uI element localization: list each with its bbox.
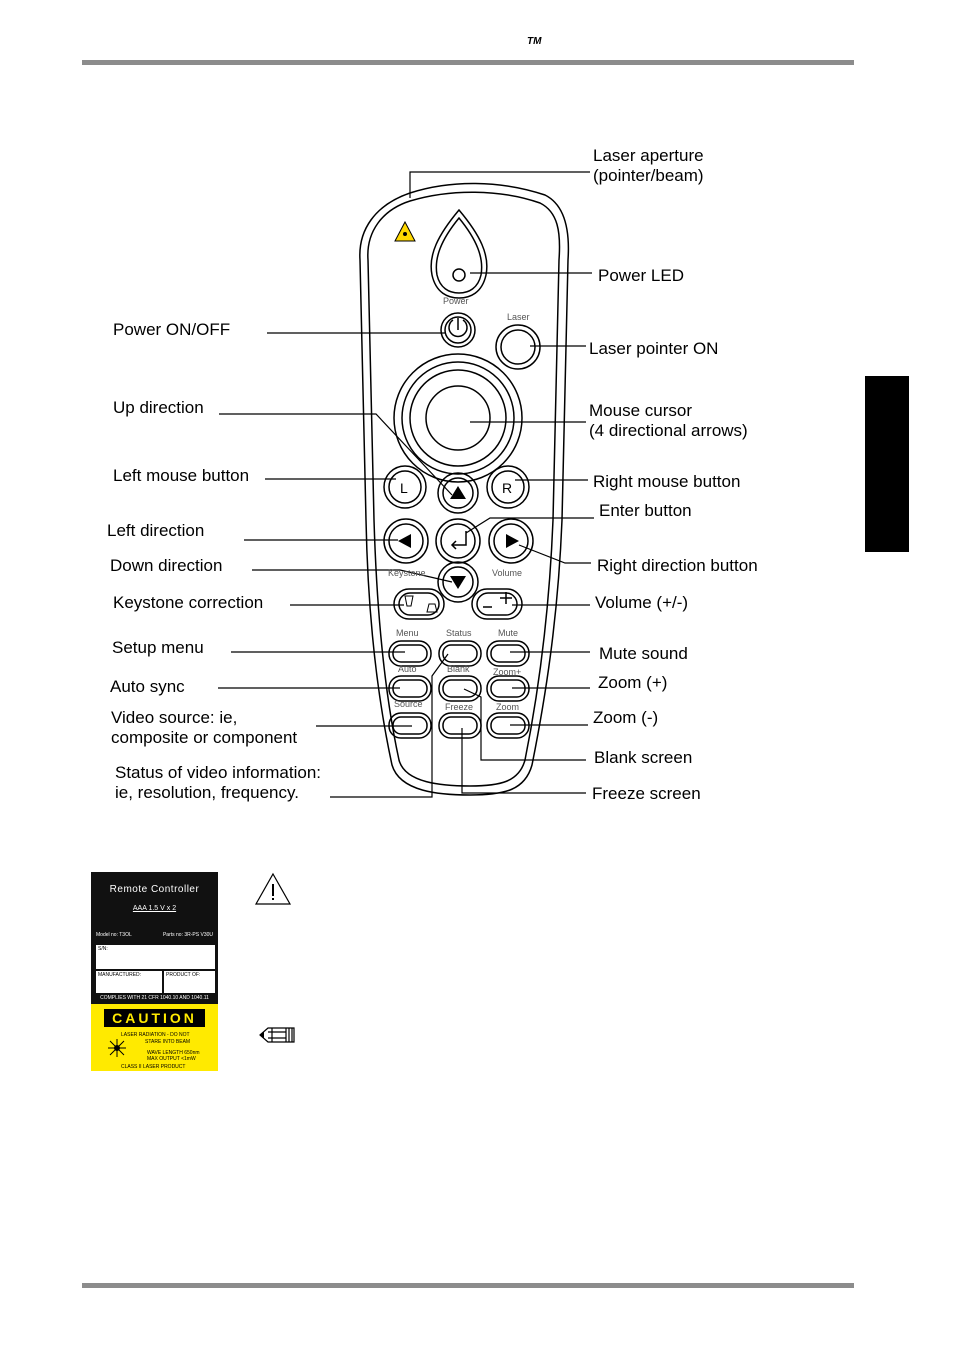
- sticker-manufactured-box: MANUFACTURED:: [96, 971, 162, 993]
- power-led: [452, 268, 466, 282]
- label-down-direction: Down direction: [110, 556, 223, 575]
- remote-label-keystone: Keystone: [388, 568, 426, 578]
- label-status-info: Status of video information: ie, resolut…: [115, 763, 322, 802]
- label-volume: Volume (+/-): [595, 593, 689, 612]
- label-right-direction-button: Right direction button: [597, 556, 758, 575]
- sticker-compliance: COMPLIES WITH 21 CFR 1040.10 AND 1040.11: [100, 995, 209, 1001]
- pencil-note-icon: [259, 1027, 295, 1043]
- label-power-led: Power LED: [598, 266, 684, 285]
- sticker-model-row: Model no: T3OL Parts no: 3R-PS V30U: [96, 932, 213, 938]
- up-button: [437, 472, 479, 514]
- down-button: [437, 561, 479, 603]
- power-button: [440, 312, 476, 348]
- remote-label-blank: Blank: [447, 664, 470, 674]
- label-enter-button: Enter button: [599, 501, 692, 520]
- remote-label-status: Status: [446, 628, 472, 638]
- label-auto-sync: Auto sync: [110, 677, 185, 696]
- keystone-button: [393, 588, 445, 620]
- right-mouse-button: [486, 465, 530, 509]
- remote-label-zoom: Zoom: [496, 702, 519, 712]
- sticker-product-of-box: PRODUCT OF:: [164, 971, 215, 993]
- label-zoom-minus: Zoom (-): [593, 708, 659, 727]
- laser-button: [495, 324, 541, 370]
- remote-label-mute: Mute: [498, 628, 518, 638]
- left-button: [383, 518, 429, 564]
- label-laser-aperture: Laser aperture (pointer/beam): [593, 146, 704, 185]
- label-left-mouse-button: Left mouse button: [113, 466, 250, 485]
- remote-label-auto: Auto: [398, 664, 417, 674]
- sticker-sn-box: S/N:: [96, 945, 215, 969]
- function-buttons: [388, 640, 530, 739]
- remote-label-zoom-plus: Zoom+: [493, 667, 521, 677]
- sticker-battery: AAA 1.5 V x 2: [132, 905, 177, 912]
- remote-label-l: L: [400, 480, 408, 496]
- left-mouse-button: [383, 465, 427, 509]
- remote-label-menu: Menu: [396, 628, 419, 638]
- laser-warning-icon: [394, 220, 416, 242]
- label-up-direction: Up direction: [113, 398, 204, 417]
- remote-label-r: R: [502, 480, 512, 496]
- volume-button: [471, 588, 523, 620]
- remote-label-laser: Laser: [507, 312, 530, 322]
- remote-label-volume: Volume: [492, 568, 522, 578]
- caution-title: CAUTION: [104, 1009, 205, 1027]
- label-zoom-plus: Zoom (+): [598, 673, 668, 692]
- side-tab: [865, 376, 909, 552]
- label-keystone-correction: Keystone correction: [113, 593, 264, 612]
- remote-body: [359, 182, 570, 796]
- label-left-direction: Left direction: [107, 521, 205, 540]
- sticker-caution-panel: CAUTION LASER RADIATION - DO NOT STARE I…: [91, 1004, 218, 1071]
- remote-label-freeze: Freeze: [445, 702, 473, 712]
- laser-starburst-icon: [108, 1039, 126, 1057]
- enter-button: [435, 518, 481, 564]
- label-setup-menu: Setup menu: [112, 638, 204, 657]
- trademark: TM: [527, 36, 542, 47]
- label-laser-pointer-on: Laser pointer ON: [589, 339, 719, 358]
- remote-label-source: Source: [394, 699, 423, 709]
- remote-label-sticker: Remote Controller AAA 1.5 V x 2 Model no…: [91, 872, 218, 1071]
- header-rule: [82, 60, 854, 65]
- remote-label-power: Power: [443, 296, 469, 306]
- right-button: [488, 518, 534, 564]
- warning-icon: [254, 872, 292, 905]
- power-led-housing: [430, 208, 488, 299]
- label-mute-sound: Mute sound: [599, 644, 688, 663]
- sticker-title: Remote Controller: [109, 884, 200, 895]
- label-power-onoff: Power ON/OFF: [113, 320, 231, 339]
- label-right-mouse-button: Right mouse button: [593, 472, 741, 491]
- mouse-disc: [393, 353, 523, 483]
- footer-rule: [82, 1283, 854, 1288]
- label-blank-screen: Blank screen: [594, 748, 693, 767]
- label-freeze-screen: Freeze screen: [592, 784, 701, 803]
- label-mouse-cursor: Mouse cursor (4 directional arrows): [589, 401, 748, 440]
- label-video-source: Video source: ie, composite or component: [111, 708, 298, 747]
